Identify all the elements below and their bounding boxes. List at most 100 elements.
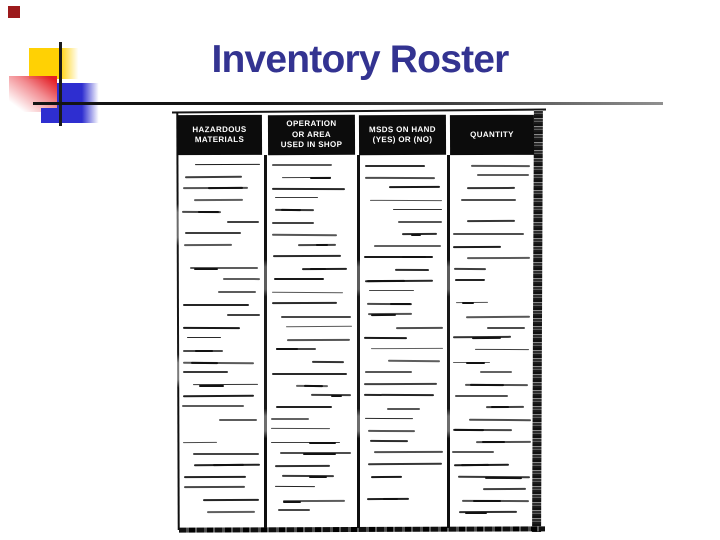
ruled-line — [272, 163, 333, 166]
ruled-line-dark-segment — [308, 475, 327, 479]
ruled-line-dark-segment — [330, 394, 343, 397]
ruled-line — [202, 499, 259, 502]
ruled-line — [364, 164, 425, 167]
ruled-line — [272, 291, 343, 294]
ruled-line-dark-segment — [310, 267, 326, 270]
ruled-line-dark-segment — [208, 186, 244, 189]
header-cell-hazardous-materials: HAZARDOUS MATERIALS — [176, 114, 263, 156]
ruled-line — [184, 243, 233, 246]
ruled-line — [364, 336, 408, 339]
ruled-line — [474, 348, 529, 351]
ruled-line-dark-segment — [302, 452, 336, 455]
ruled-line-dark-segment — [473, 500, 502, 503]
ruled-line — [364, 371, 412, 374]
ruled-line — [370, 439, 409, 442]
ruled-line — [469, 419, 531, 422]
form-column-lines-hazardous-materials — [182, 160, 260, 526]
ruled-line-dark-segment — [195, 350, 213, 353]
ruled-line — [271, 373, 347, 375]
ruled-line — [281, 315, 352, 318]
ruled-line — [207, 510, 256, 513]
logo-vertical-line — [59, 42, 63, 126]
ruled-line — [271, 428, 331, 430]
ruled-line — [365, 417, 414, 420]
ruled-line — [398, 220, 443, 224]
ruled-line-dark-segment — [276, 348, 299, 351]
logo-red-square — [9, 76, 57, 112]
form-left-border — [176, 111, 181, 531]
form-column-divider — [357, 155, 360, 528]
ruled-line — [388, 185, 441, 188]
ruled-line-dark-segment — [465, 362, 486, 364]
logo-blue-small-square — [41, 108, 57, 123]
form-column-divider — [447, 155, 450, 528]
ruled-line — [482, 487, 526, 490]
ruled-line — [277, 509, 310, 512]
ruled-line — [486, 326, 525, 329]
ruled-line-dark-segment — [371, 313, 397, 316]
ruled-line — [272, 233, 338, 236]
ruled-line-dark-segment — [198, 210, 220, 214]
ruled-line — [476, 174, 529, 177]
ruled-line-dark-segment — [471, 336, 502, 340]
ruled-line-dark-segment — [482, 440, 506, 444]
ruled-line — [285, 326, 353, 329]
ruled-line — [454, 279, 485, 282]
ruled-line — [471, 165, 531, 168]
logo-yellow-square — [29, 48, 80, 79]
ruled-line-dark-segment — [193, 267, 218, 270]
ruled-line — [364, 393, 435, 397]
ruled-line-dark-segment — [410, 233, 421, 236]
ruled-line-dark-segment — [316, 243, 329, 247]
ruled-line — [373, 245, 442, 247]
ruled-line — [182, 441, 217, 444]
ruled-line — [182, 394, 255, 397]
ruled-line — [392, 209, 442, 211]
form-top-border — [171, 108, 547, 114]
ruled-line-dark-segment — [490, 406, 510, 409]
ruled-line — [272, 301, 338, 304]
ruled-line — [461, 199, 516, 202]
title-rule-line — [33, 102, 663, 106]
ruled-line-dark-segment — [309, 442, 337, 445]
ruled-line — [193, 199, 244, 202]
header-cell-quantity: QUANTITY — [449, 114, 535, 156]
ruled-line — [452, 451, 495, 454]
header-cell-msds-on-hand: MSDS ON HAND (YES) OR (NO) — [358, 114, 447, 156]
form-bottom-border — [178, 526, 546, 533]
ruled-line — [223, 278, 260, 281]
ruled-line-dark-segment — [484, 476, 523, 479]
ruled-line-dark-segment — [382, 497, 398, 501]
ruled-line — [364, 176, 436, 179]
ruled-line-dark-segment — [281, 209, 301, 212]
ruled-line-dark-segment — [213, 464, 244, 467]
ruled-line — [454, 394, 508, 397]
ruled-line — [387, 407, 420, 410]
ruled-line — [182, 405, 245, 408]
ruled-line — [219, 419, 257, 422]
ruled-line — [480, 370, 513, 373]
ruled-line — [275, 464, 330, 467]
ruled-line-dark-segment — [401, 255, 426, 258]
ruled-line — [276, 405, 333, 408]
ruled-line — [185, 175, 243, 178]
ruled-line — [286, 338, 351, 341]
form-column-lines-operation-or-area — [271, 160, 353, 526]
ruled-line — [371, 347, 443, 350]
ruled-line-dark-segment — [461, 301, 474, 304]
ruled-line — [467, 187, 516, 190]
ruled-line — [272, 187, 346, 191]
ruled-line-dark-segment — [367, 280, 406, 283]
ruled-line — [311, 361, 345, 364]
ruled-line — [368, 290, 414, 292]
ruled-line — [453, 245, 501, 248]
form-column-lines-quantity — [452, 160, 531, 526]
ruled-line — [465, 315, 530, 318]
ruled-line — [387, 359, 440, 363]
ruled-line — [371, 475, 403, 478]
ruled-line — [187, 336, 221, 339]
form-column-divider — [264, 155, 267, 528]
ruled-line-dark-segment — [460, 463, 489, 467]
ruled-line — [271, 418, 310, 421]
